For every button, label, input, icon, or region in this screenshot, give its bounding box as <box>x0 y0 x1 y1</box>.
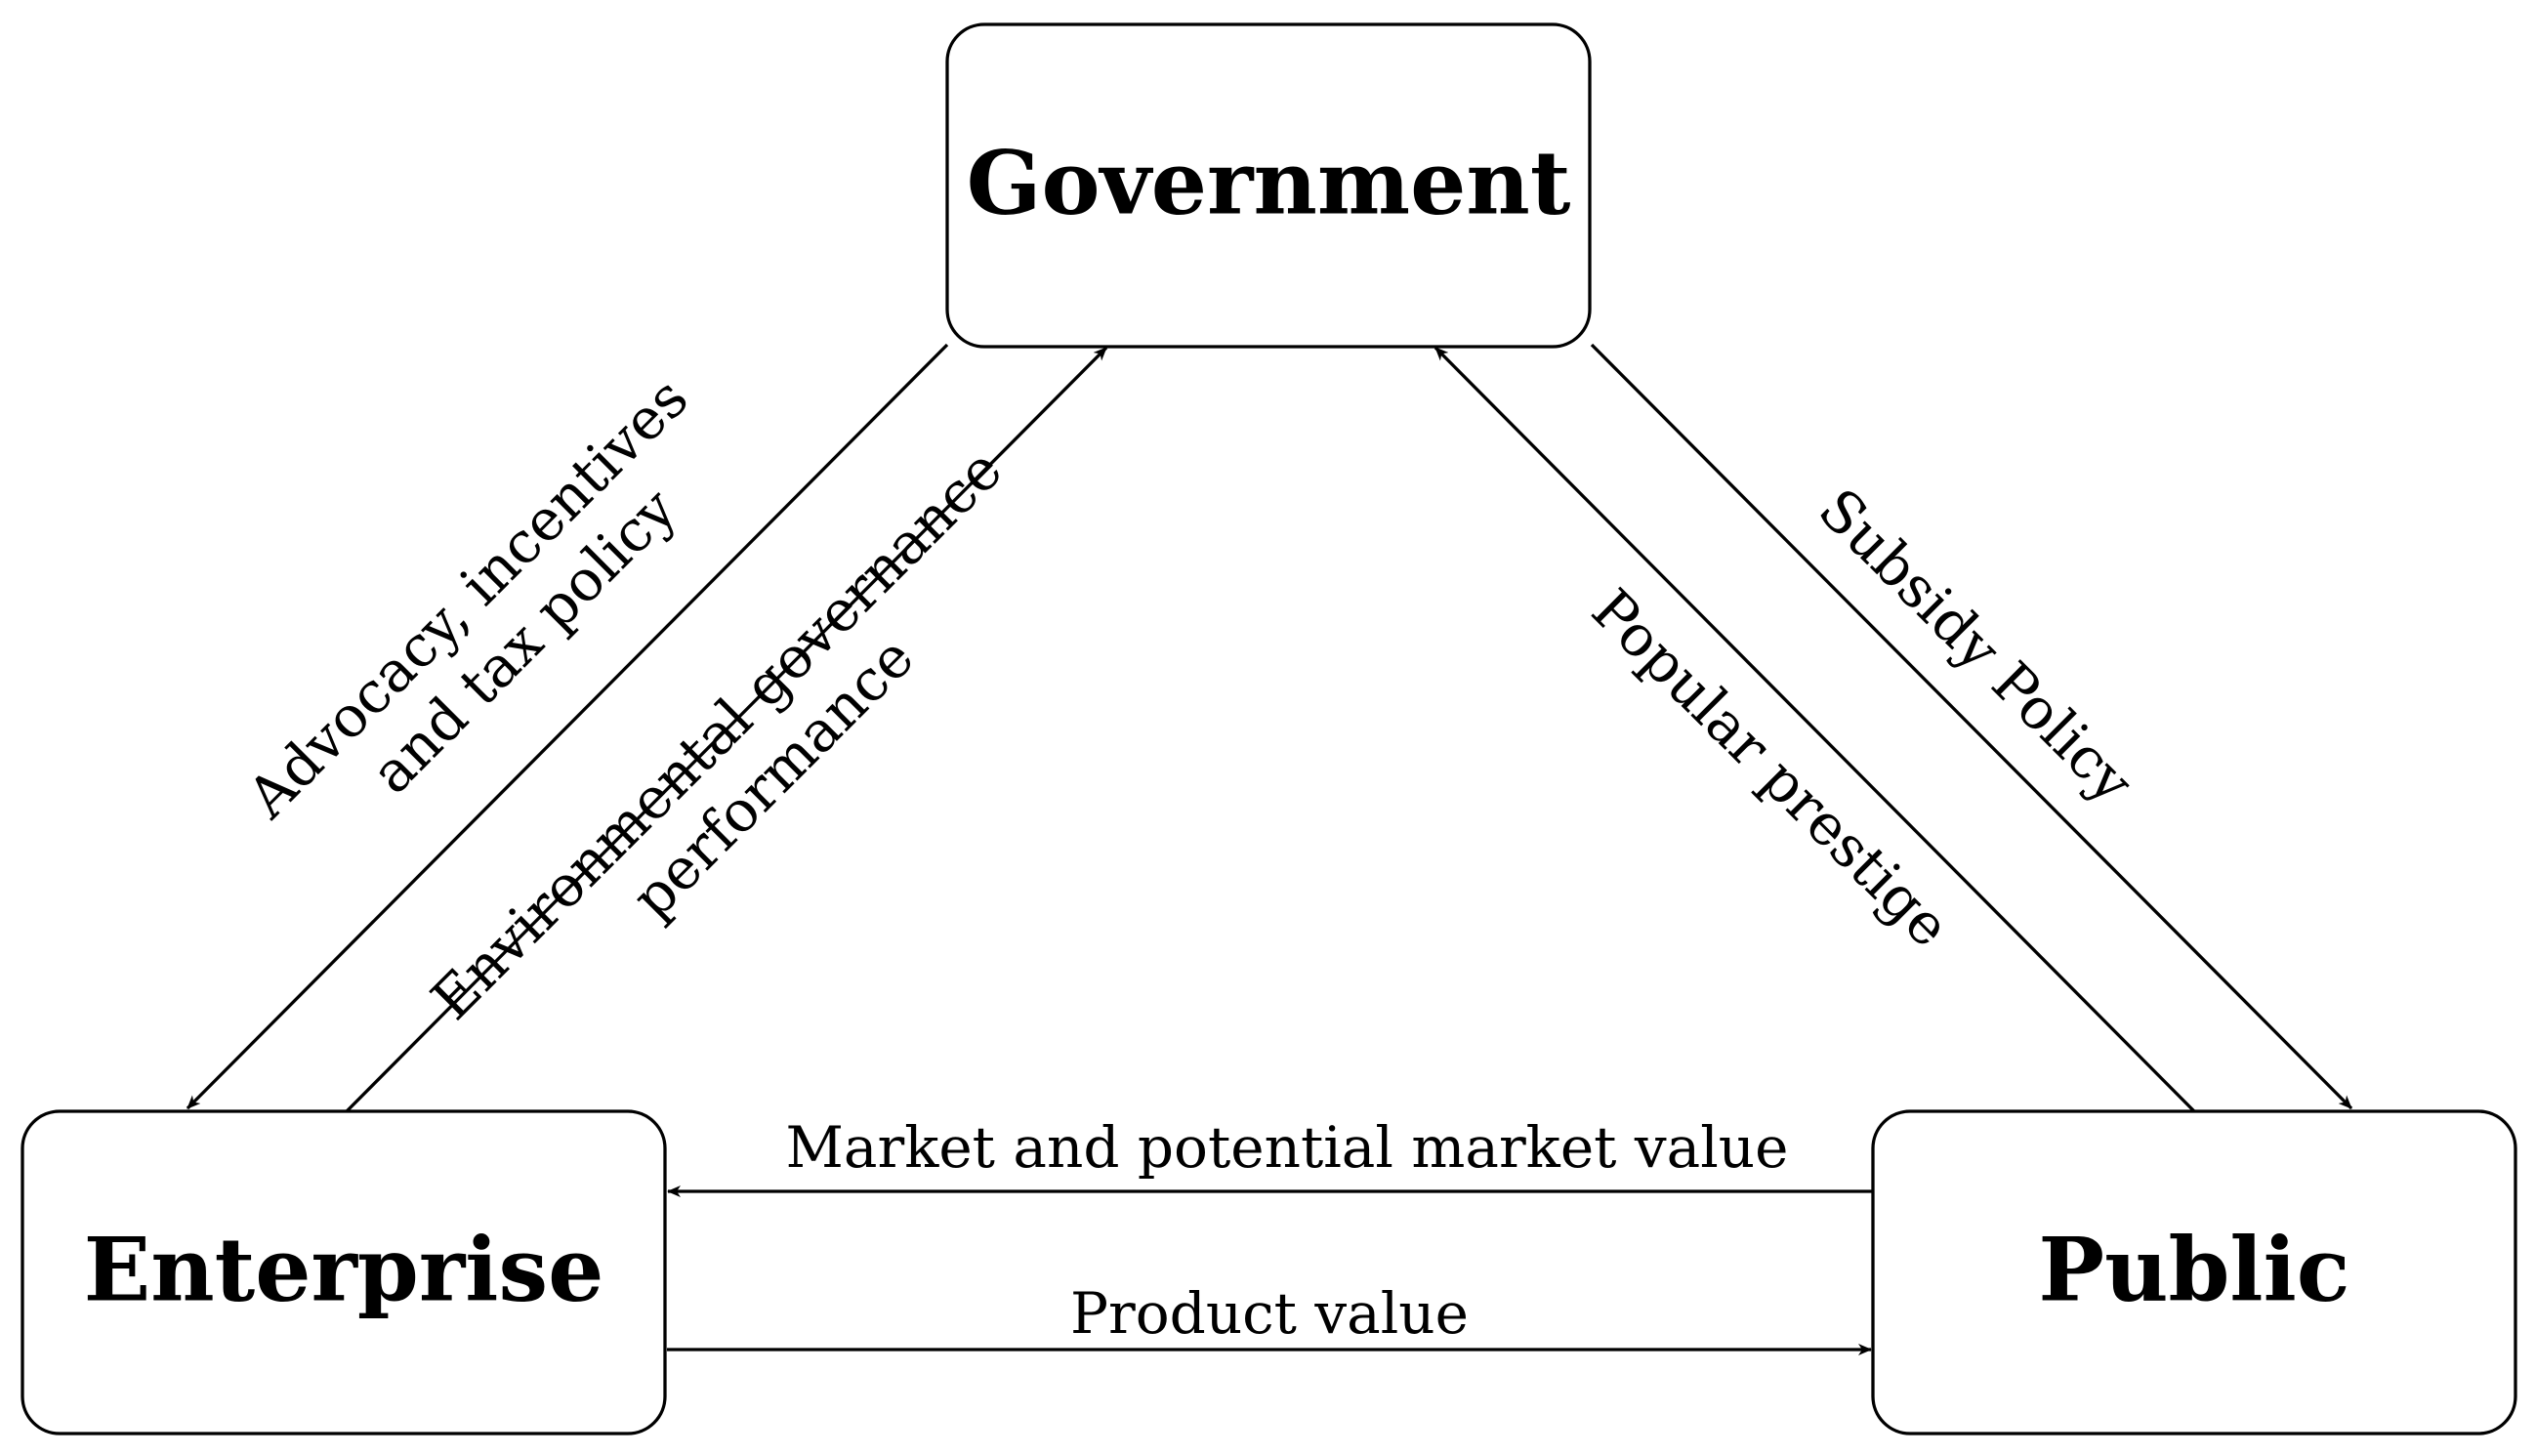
public-to-gov-arrow <box>1434 346 2196 1113</box>
gov-to-public-arrow <box>1590 343 2353 1110</box>
public-to-enterprise-label: Market and potential market value <box>786 1114 1789 1181</box>
enterprise-label: Enterprise <box>84 1219 604 1322</box>
enterprise-node: Enterprise <box>21 1109 667 1435</box>
gov-to-enterprise-label-line1: Advocacy, incentives <box>234 364 701 831</box>
public-to-gov-label: Popular prestige <box>1579 576 1963 960</box>
government-node: Government <box>945 22 1592 349</box>
enterprise-to-gov-arrow <box>345 346 1108 1113</box>
enterprise-to-public-label: Product value <box>1070 1280 1469 1347</box>
public-label: Public <box>2038 1219 2349 1322</box>
public-node: Public <box>1871 1109 2517 1435</box>
gov-to-enterprise-arrow <box>186 343 949 1110</box>
enterprise-box <box>21 1109 667 1435</box>
government-label: Government <box>967 132 1571 235</box>
gov-to-public-label: Subsidy Policy <box>1806 476 2146 816</box>
government-box <box>945 22 1592 349</box>
